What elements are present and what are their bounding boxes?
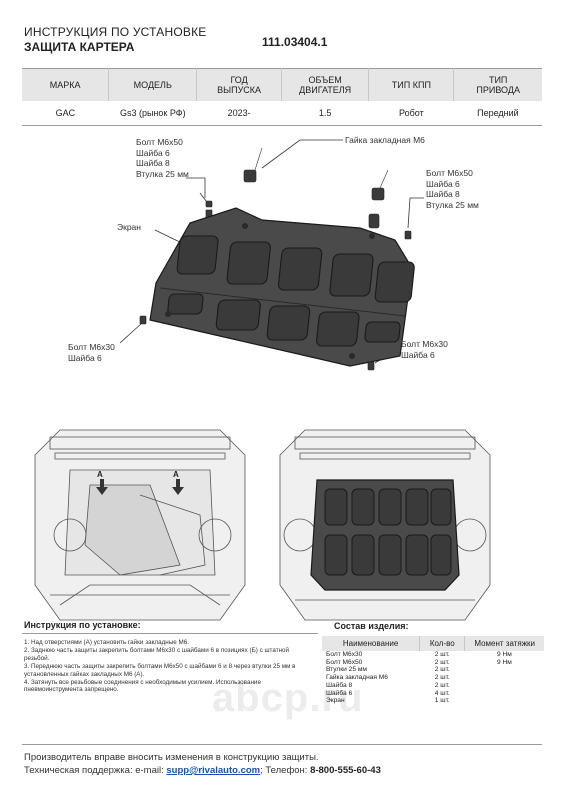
- instruction-step: 4. Затянуть все резьбовые соединения с н…: [24, 678, 261, 694]
- marker-a-left: [96, 479, 108, 495]
- footer-support: Техническая поддержка: e-mail: supp@riva…: [24, 765, 381, 776]
- watermark-logo: abcp.ru: [212, 676, 364, 720]
- comp-cell: 9 Нм: [497, 651, 512, 658]
- comp-cell: Шайба 8: [326, 681, 353, 689]
- col-make: МАРКА: [22, 68, 110, 101]
- table-row: Болт М6х50 2 шт. 9 Нм: [322, 659, 544, 667]
- comp-cell: [465, 697, 544, 705]
- comp-cell: 1 шт.: [434, 697, 450, 705]
- cell-gearbox: Робот: [399, 108, 424, 118]
- comp-cell: 4 шт.: [434, 689, 450, 697]
- composition-table: Наименование Кол-во Момент затяжки Болт …: [322, 636, 544, 705]
- callout-front-left-hardware: Болт М6х50 Шайба 6 Шайба 8 Втулка 25 мм: [136, 137, 189, 179]
- comp-cell: [465, 674, 544, 682]
- doc-title-line1: ИНСТРУКЦИЯ ПО УСТАНОВКЕ: [24, 25, 207, 39]
- support-label: Техническая поддержка: e-mail:: [24, 765, 167, 776]
- comp-cell: 2 шт.: [434, 681, 450, 689]
- embedded-nut-left: [243, 147, 263, 183]
- composition-title: Состав изделия:: [334, 621, 409, 631]
- col-engine: ОБЪЕМ ДВИГАТЕЛЯ: [281, 68, 370, 101]
- support-email-link[interactable]: supp@rivalauto.com: [166, 765, 261, 776]
- instruction-step: 1. Над отверстиями (А) установить гайки …: [24, 639, 190, 646]
- support-phone: 8-800-555-60-43: [310, 765, 381, 776]
- instruction-step: 3. Переднюю часть защиты закрепить болта…: [24, 662, 296, 678]
- cell-drive: Передний: [477, 108, 519, 118]
- col-engine-text: ОБЪЕМ ДВИГАТЕЛЯ: [299, 74, 352, 95]
- callout-screen: Экран: [117, 222, 141, 232]
- callout-front-right-hardware: Болт М6х50 Шайба 6 Шайба 8 Втулка 25 мм: [426, 168, 479, 210]
- comp-cell: [465, 690, 544, 698]
- comp-cell: [465, 682, 544, 690]
- callout-embedded-nut: Гайка закладная М6: [345, 135, 425, 145]
- comp-cell: Болт М6х50: [326, 658, 363, 666]
- marker-a-left-label: A: [97, 470, 103, 479]
- vehicle-spec-table: МАРКА МОДЕЛЬ ГОД ВЫПУСКА ОБЪЕМ ДВИГАТЕЛЯ…: [22, 68, 542, 126]
- bolt-stack-front-right: [368, 213, 412, 240]
- cell-make: GAC: [55, 108, 76, 118]
- bolt-rear-right: [367, 361, 375, 371]
- instructions-steps: 1. Над отверстиями (А) установить гайки …: [24, 639, 314, 694]
- col-year: ГОД ВЫПУСКА: [196, 68, 282, 101]
- col-drive: ТИП ПРИВОДА: [453, 68, 542, 101]
- col-drive-text: ТИП ПРИВОДА: [476, 74, 520, 95]
- cell-year: 2023-: [227, 108, 251, 118]
- footer-divider: [22, 744, 542, 745]
- col-year-text: ГОД ВЫПУСКА: [217, 74, 262, 95]
- comp-cell: Болт М6х30: [326, 651, 363, 658]
- comp-col-qty: Кол-во: [419, 636, 466, 651]
- comp-cell: Втулки 25 мм: [326, 666, 367, 674]
- instructions-divider: [22, 633, 318, 634]
- comp-cell: Экран: [326, 697, 345, 705]
- doc-title-line2: ЗАЩИТА КАРТЕРА: [24, 40, 135, 54]
- embedded-nut-right: [371, 169, 389, 201]
- bolt-rear-left: [139, 315, 147, 325]
- footer-notice: Производитель вправе вносить изменения в…: [24, 752, 319, 763]
- installed-skid-plate: [310, 479, 460, 591]
- comp-cell: 2 шт.: [434, 674, 450, 682]
- callout-rear-right-hardware: Болт М6х30 Шайба 6: [401, 339, 448, 360]
- table-row: Болт М6х30 2 шт. 9 Нм: [322, 651, 544, 659]
- underbody-view-before: [34, 429, 246, 621]
- comp-col-torque: Момент затяжки: [464, 636, 544, 651]
- table-row: Гайка закладная М6 2 шт.: [322, 674, 544, 682]
- comp-col-name: Наименование: [322, 636, 421, 651]
- comp-cell: Гайка закладная М6: [326, 674, 388, 682]
- comp-cell: 9 Нм: [497, 658, 512, 666]
- marker-a-right: [172, 479, 184, 495]
- callout-rear-left-hardware: Болт М6х30 Шайба 6: [68, 342, 115, 363]
- instruction-step: 2. Заднюю часть защиты закрепить болтами…: [24, 646, 290, 662]
- table-row: Экран 1 шт.: [322, 697, 544, 705]
- exploded-assembly-drawing: [119, 139, 424, 371]
- marker-a-right-label: A: [173, 470, 179, 479]
- skid-plate-shield: [149, 207, 415, 367]
- table-row: Втулки 25 мм 2 шт.: [322, 666, 544, 674]
- cell-model: Gs3 (рынок РФ): [119, 108, 186, 118]
- table-row: Шайба 8 2 шт.: [322, 682, 544, 690]
- part-number: 111.03404.1: [262, 35, 328, 49]
- table-row: Шайба 6 4 шт.: [322, 690, 544, 698]
- phone-label: ; Телефон:: [260, 765, 311, 776]
- col-model: МОДЕЛЬ: [108, 68, 198, 101]
- cell-engine: 1.5: [318, 108, 332, 118]
- comp-cell: 2 шт.: [434, 666, 450, 674]
- col-gearbox: ТИП КПП: [368, 68, 455, 101]
- underbody-view-after: [279, 429, 491, 621]
- instructions-title: Инструкция по установке:: [24, 620, 141, 630]
- comp-cell: Шайба 6: [326, 689, 353, 697]
- comp-cell: [465, 666, 544, 674]
- comp-cell: 2 шт.: [434, 651, 450, 658]
- comp-cell: 2 шт.: [434, 658, 450, 666]
